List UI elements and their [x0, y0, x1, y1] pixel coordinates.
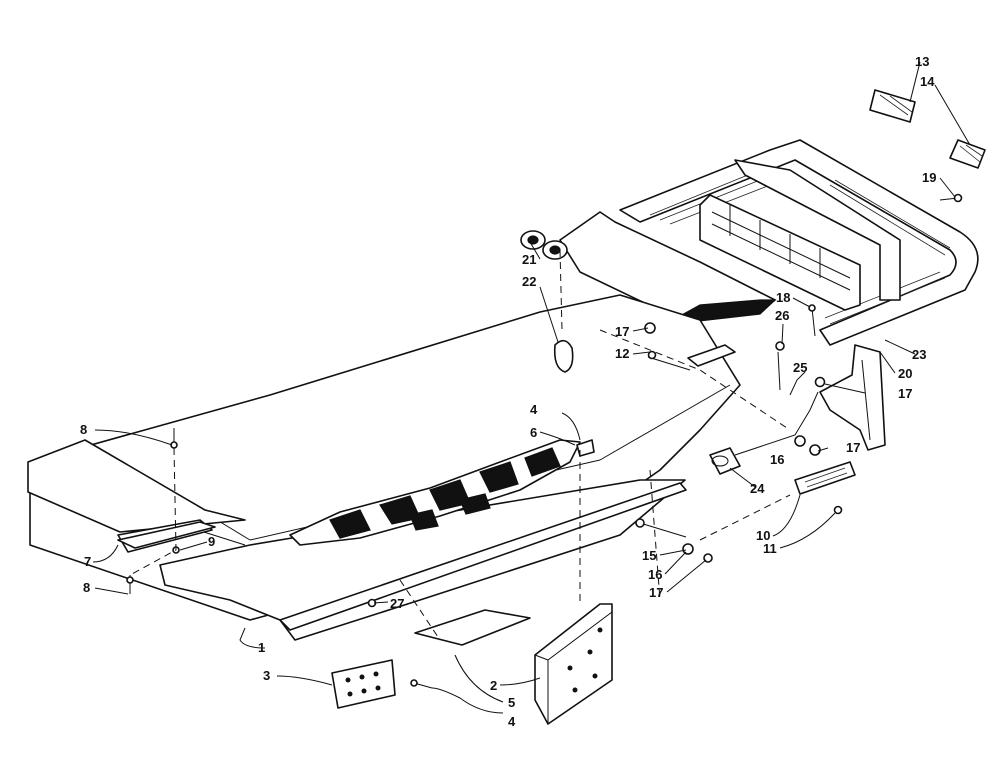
callout-14: 14 [920, 74, 935, 89]
mounting-bracket [534, 603, 613, 725]
callout-labels: 1 2 3 4 4 5 6 7 8 8 9 10 11 12 13 14 15 … [80, 54, 936, 729]
step-plate [331, 659, 396, 709]
callout-9: 9 [208, 534, 215, 549]
callout-16-lower: 16 [648, 567, 662, 582]
callout-11: 11 [763, 541, 777, 556]
callout-7: 7 [84, 554, 91, 569]
callout-12: 12 [615, 346, 629, 361]
footrest-pad [414, 609, 531, 646]
callout-17-left: 17 [615, 324, 629, 339]
callout-17-flap: 17 [898, 386, 912, 401]
callout-4-upper: 4 [530, 402, 538, 417]
callout-27: 27 [390, 596, 404, 611]
callout-3: 3 [263, 668, 270, 683]
rear-flap [819, 344, 886, 451]
callout-20: 20 [898, 366, 912, 381]
callout-23: 23 [912, 347, 926, 362]
callout-13: 13 [915, 54, 929, 69]
callout-18: 18 [776, 290, 790, 305]
callout-10: 10 [756, 528, 770, 543]
reflectors [869, 89, 986, 169]
callout-16-right: 16 [770, 452, 784, 467]
callout-8-lower: 8 [83, 580, 90, 595]
channel-bar [117, 521, 216, 549]
callout-17-lower: 17 [649, 585, 663, 600]
checkered-decal [289, 439, 581, 546]
spacer-sleeve-24 [709, 447, 741, 475]
tail-light [794, 461, 856, 495]
callout-15: 15 [642, 548, 656, 563]
leader-lines [92, 61, 971, 714]
callout-22: 22 [522, 274, 536, 289]
running-board [159, 479, 687, 641]
callout-8-upper: 8 [80, 422, 87, 437]
assembly-lines [129, 249, 791, 641]
callout-1: 1 [258, 640, 265, 655]
bumper-tube [734, 391, 819, 456]
callout-5: 5 [508, 695, 515, 710]
callout-6: 6 [530, 425, 537, 440]
callout-4-lower: 4 [508, 714, 516, 729]
callout-2: 2 [490, 678, 497, 693]
callout-26: 26 [775, 308, 789, 323]
rear-grille-panel [699, 194, 861, 311]
callout-24: 24 [750, 481, 765, 496]
callout-17-right: 17 [846, 440, 860, 455]
callout-19: 19 [922, 170, 936, 185]
spacer-block [687, 344, 736, 367]
callout-21: 21 [522, 252, 536, 267]
callout-25: 25 [793, 360, 807, 375]
rear-bumper [619, 139, 979, 346]
